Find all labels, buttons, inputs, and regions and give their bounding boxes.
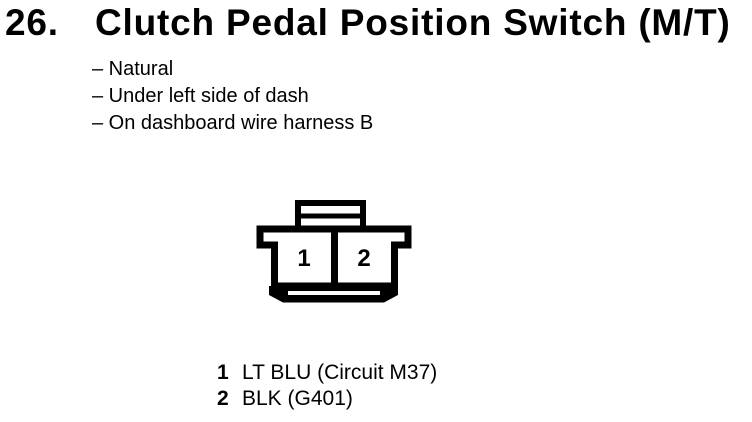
base-slot [288, 291, 380, 295]
legend-row-pin-1: 1 LT BLU (Circuit M37) [217, 360, 437, 386]
pin-1-cavity-label: 1 [297, 245, 310, 272]
legend-pin-number: 2 [217, 387, 229, 410]
legend-row-pin-2: 2 BLK (G401) [217, 386, 437, 412]
detail-line-location: – Under left side of dash [92, 85, 309, 107]
legend-wire-label: LT BLU (Circuit M37) [242, 361, 438, 384]
section-header: 26. Clutch Pedal Position Switch (M/T) [5, 0, 752, 46]
pin-2-cavity-label: 2 [357, 245, 370, 272]
item-number: 26. [5, 2, 59, 43]
pin-legend: 1 LT BLU (Circuit M37) 2 BLK (G401) [217, 360, 437, 412]
detail-line-color: – Natural [92, 58, 174, 80]
connector-diagram: 1 2 [256, 200, 412, 303]
detail-list: – Natural – Under left side of dash – On… [92, 56, 373, 137]
legend-pin-number: 1 [217, 361, 229, 384]
legend-wire-label: BLK (G401) [242, 387, 353, 410]
detail-line-harness: – On dashboard wire harness B [92, 112, 374, 134]
page-title: Clutch Pedal Position Switch (M/T) [95, 2, 731, 43]
